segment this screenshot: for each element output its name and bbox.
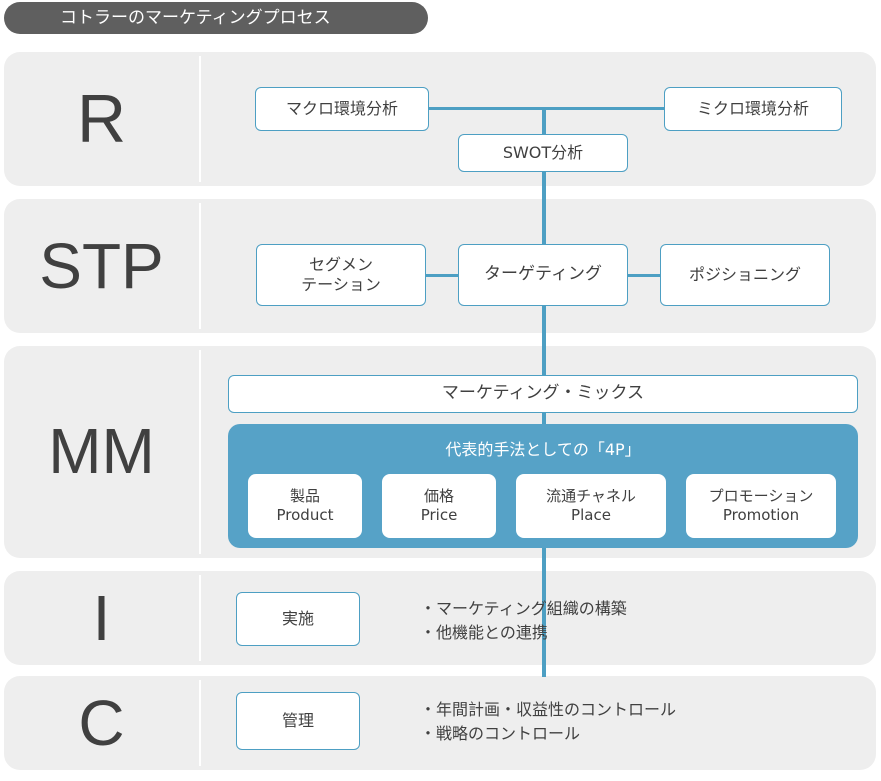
4p-promotion-en: Promotion [722, 506, 800, 524]
implementation-box: 実施 [236, 592, 360, 646]
4p-place: 流通チャネル Place [516, 474, 666, 538]
4p-product-en: Product [276, 506, 334, 524]
row-letter-c: C [78, 687, 125, 759]
row-i: I [4, 571, 876, 665]
4p-place-en: Place [571, 506, 611, 524]
segmentation-box: セグメン テーション [256, 244, 426, 306]
control-bullet-1: ・年間計画・収益性のコントロール [420, 700, 677, 719]
swot-box: SWOT分析 [458, 134, 628, 172]
4p-product: 製品 Product [248, 474, 362, 538]
row-letter-i: I [92, 582, 111, 654]
row-separator [199, 203, 201, 329]
targeting-box: ターゲティング [458, 244, 628, 306]
diagram-title: コトラーのマーケティングプロセス [4, 2, 428, 34]
row-separator [199, 350, 201, 554]
4p-price: 価格 Price [382, 474, 496, 538]
control-bullet-2: ・戦略のコントロール [420, 724, 581, 743]
row-separator [199, 56, 201, 182]
connector-horizontal-r [428, 107, 666, 110]
implementation-bullet-1: ・マーケティング組織の構築 [420, 599, 627, 618]
4p-product-ja: 製品 [289, 486, 320, 505]
row-letter-stp: STP [39, 230, 164, 302]
segmentation-line1: セグメン [308, 255, 373, 274]
row-separator [199, 680, 201, 766]
4p-price-en: Price [420, 506, 458, 524]
implementation-bullet-2: ・他機能との連携 [420, 623, 548, 642]
implementation-bullets: ・マーケティング組織の構築 ・他機能との連携 [420, 597, 627, 645]
row-letter-mm: MM [48, 415, 155, 487]
4p-place-ja: 流通チャネル [546, 486, 636, 505]
4p-promotion: プロモーション Promotion [686, 474, 836, 538]
row-separator [199, 575, 201, 661]
row-letter-r: R [76, 81, 127, 157]
control-box: 管理 [236, 692, 360, 750]
control-bullets: ・年間計画・収益性のコントロール ・戦略のコントロール [420, 698, 676, 746]
row-c: C [4, 676, 876, 770]
marketing-mix-box: マーケティング・ミックス [228, 375, 858, 413]
four-p-panel: 代表的手法としての「4P」 製品 Product 価格 Price 流通チャネル… [228, 424, 858, 548]
four-p-title: 代表的手法としての「4P」 [445, 440, 641, 459]
4p-promotion-ja: プロモーション [708, 486, 814, 505]
micro-environment-box: ミクロ環境分析 [664, 87, 842, 131]
segmentation-line2: テーション [301, 275, 381, 294]
positioning-box: ポジショニング [660, 244, 830, 306]
4p-price-ja: 価格 [423, 486, 454, 505]
macro-environment-box: マクロ環境分析 [255, 87, 429, 131]
